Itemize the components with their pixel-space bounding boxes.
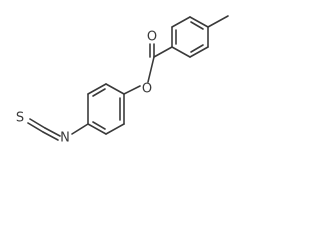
atom-nitrogen: N	[60, 131, 70, 146]
bond-ring2-b	[105, 123, 125, 135]
atom-label-o-ester: O	[142, 82, 152, 97]
atom-sulfur: S	[16, 111, 24, 126]
bond-methyl	[207, 15, 229, 28]
bond-ring2-e	[87, 83, 107, 95]
bond-ring2-inner-2	[92, 121, 106, 130]
bond-carbonyl-to-ester-o	[147, 56, 155, 83]
phenyl-ring	[87, 83, 125, 135]
chemical-structure-diagram: O O N S	[16, 15, 229, 146]
bond-ring1-inner-3	[190, 44, 204, 53]
bond-ring2-c	[87, 123, 107, 135]
atom-oxygen-carbonyl: O	[147, 30, 157, 45]
atom-label-s: S	[16, 111, 24, 126]
bond-ring-to-n	[71, 123, 89, 135]
atom-label-o-carbonyl: O	[147, 30, 157, 45]
bond-ring1-inner-2	[190, 21, 204, 30]
bond-ring-to-carbonyl	[153, 46, 173, 58]
bond-ring1-e	[189, 46, 209, 58]
bond-ring1-f	[171, 46, 191, 58]
bond-c-s-double-a	[29, 118, 46, 129]
bond-n-c-double-a	[44, 127, 61, 137]
bond-ring2-inner-3	[92, 88, 106, 97]
bond-ring1-b	[171, 16, 191, 28]
bond-ring2-f	[105, 83, 125, 95]
bond-ring1-c	[189, 16, 209, 28]
bond-c-s-double-b	[27, 122, 44, 133]
atom-label-n: N	[60, 131, 70, 146]
bond-ester-o-to-ring	[123, 85, 141, 95]
toluoyl-ring	[171, 16, 209, 58]
atom-oxygen-ester: O	[142, 82, 152, 97]
bond-n-c-double-b	[42, 131, 59, 141]
